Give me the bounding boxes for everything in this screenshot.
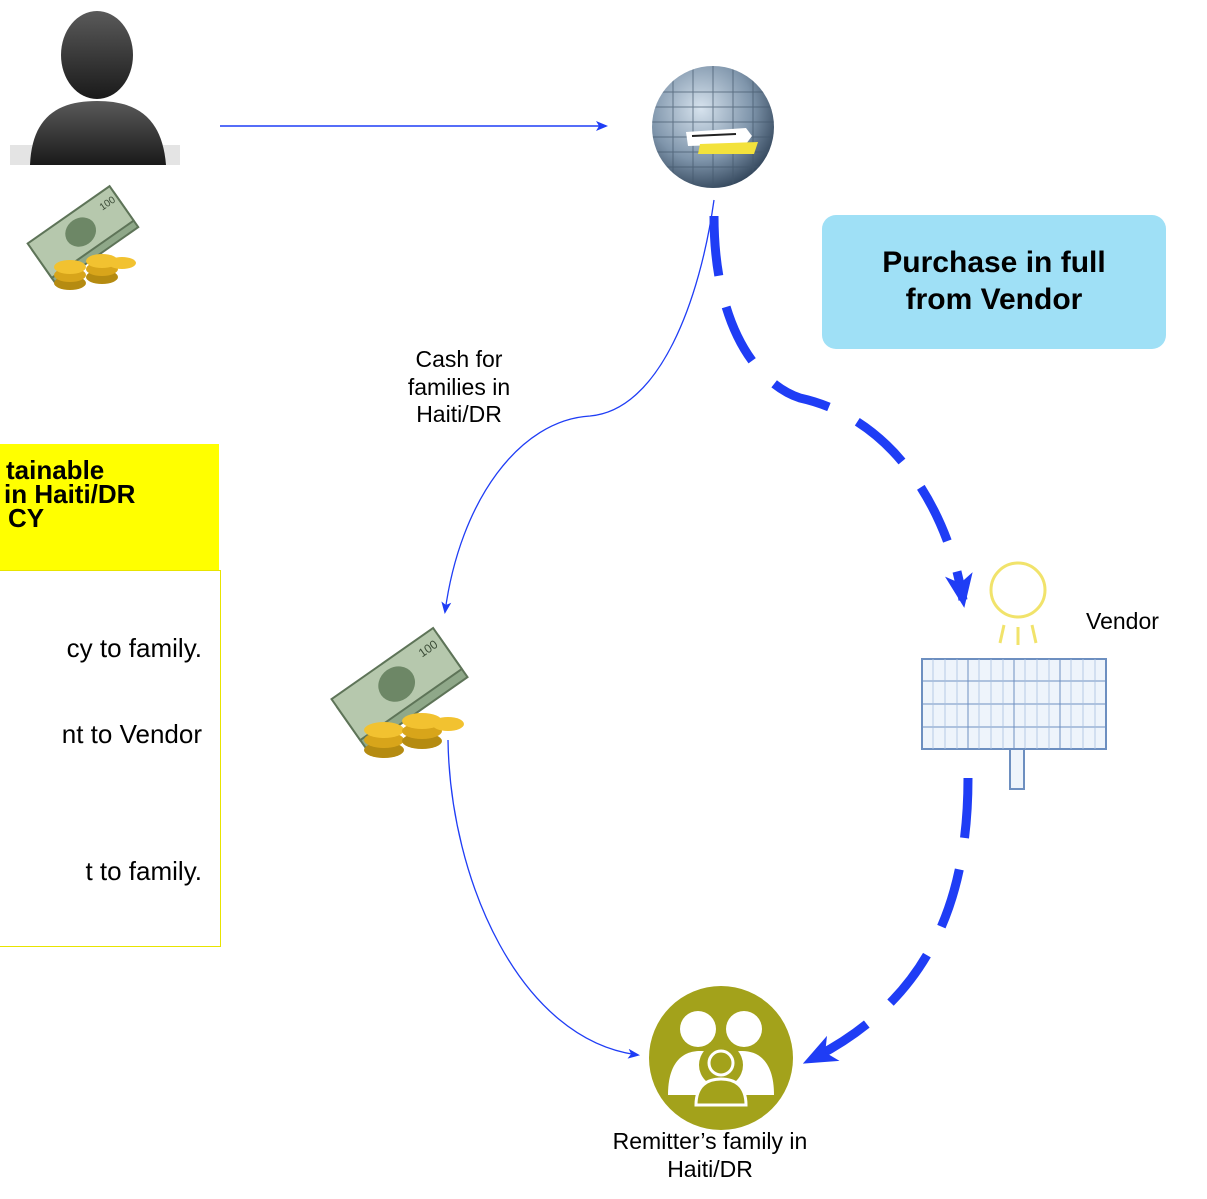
cash-label-line-2: families in [407,373,511,400]
money-transfer-globe-icon [652,66,774,188]
purchase-arrow [709,215,973,608]
money-stack-icon: 100 [26,184,140,290]
cash-label-line-1: Cash for [415,346,503,372]
callout-line-1: Purchase in full [882,246,1106,280]
money-to-family-arrow [447,739,640,1059]
family-label-line-1: Remitter’s family in [612,1128,808,1154]
side-box-body-line-1: cy to family. [66,633,202,663]
family-label: Remitter’s family in Haiti/DR [560,1128,860,1183]
callout-line-2: from Vendor [905,283,1083,316]
cash-label-line-3: Haiti/DR [416,401,502,428]
money-stack-icon: 100 [330,626,469,758]
cash-arrow [441,199,715,614]
purchase-callout: Purchase in full from Vendor [822,215,1166,349]
person-silhouette-icon [10,5,180,165]
family-label-line-2: Haiti/DR [667,1155,753,1182]
cash-label: Cash for families in Haiti/DR [374,346,544,429]
side-box-header-line-2: in Haiti/DR [4,479,136,509]
delivery-arrow [802,777,973,1065]
side-box-body: cy to family. nt to Vendor t to family. [0,570,221,947]
family-group-icon [649,986,793,1130]
side-box-header: tainable in Haiti/DR CY [0,444,219,570]
vendor-label: Vendor [1086,608,1159,634]
side-box-header-line-1: tainable [6,455,105,485]
side-box-header-line-3: CY [8,503,45,533]
side-box-body-line-3: t to family. [85,856,202,886]
side-box-body-line-2: nt to Vendor [61,719,202,749]
solar-panel-icon [921,561,1107,790]
